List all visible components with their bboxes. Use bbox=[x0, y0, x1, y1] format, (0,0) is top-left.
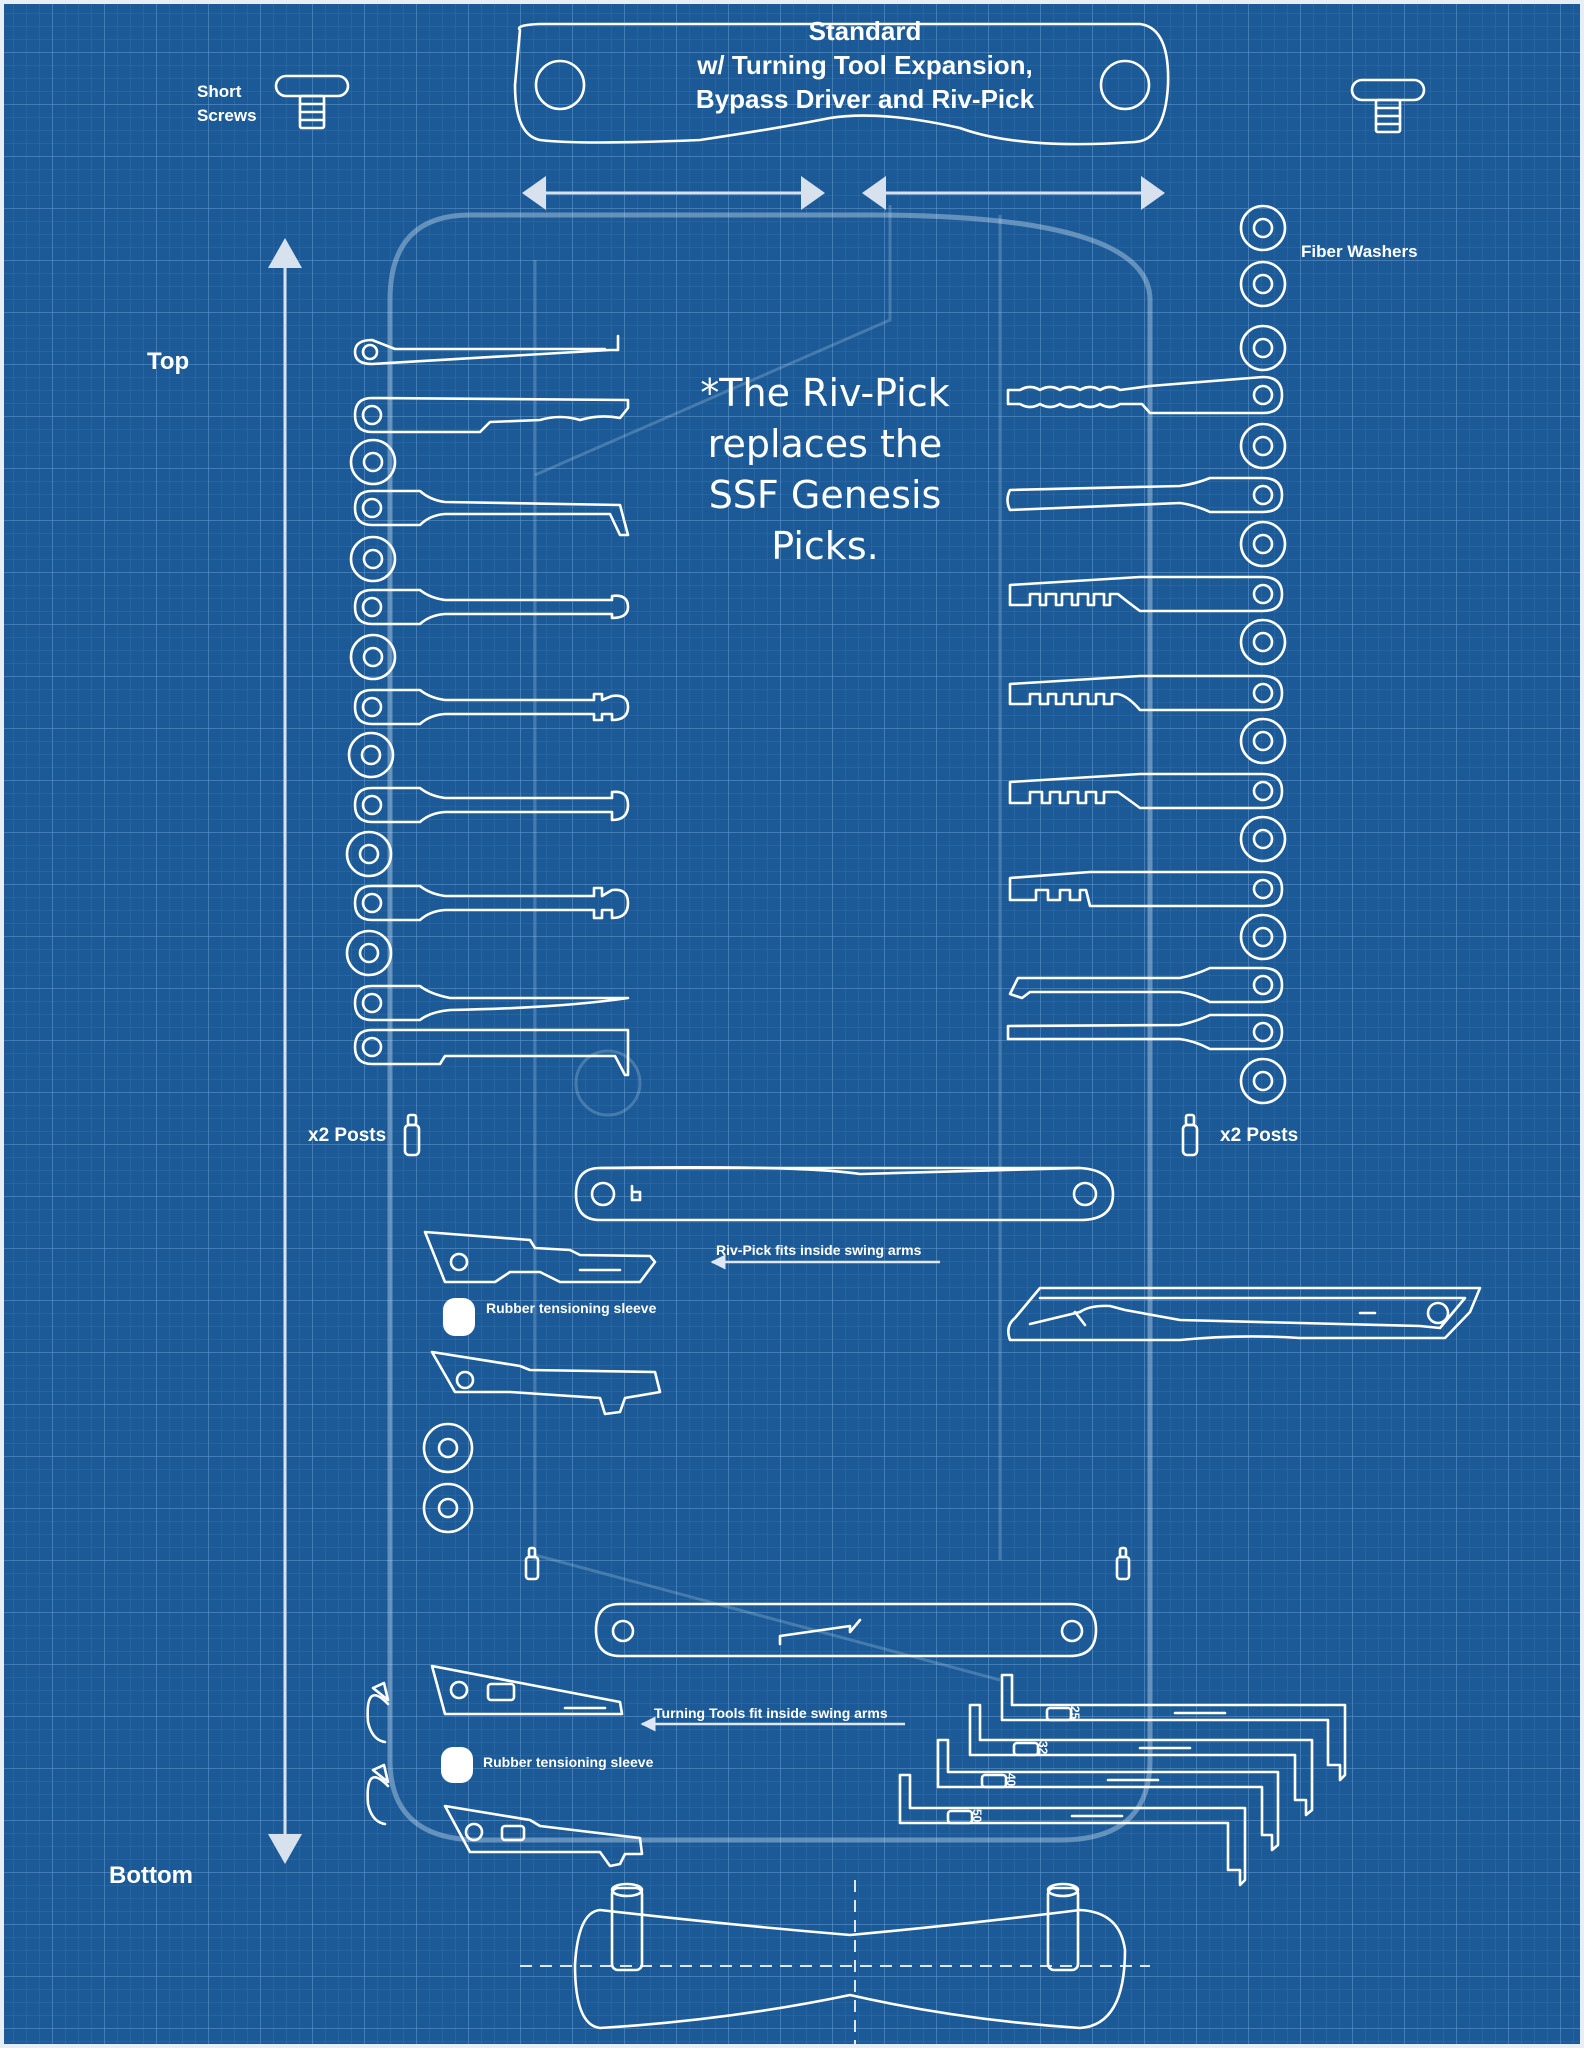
riv-pick-parts bbox=[422, 1230, 662, 1534]
upper-swing-arm bbox=[574, 1165, 1115, 1222]
rubber-sleeve-icon bbox=[443, 1298, 475, 1336]
left-picks bbox=[353, 334, 630, 1077]
title-line-2: w/ Turning Tool Expansion, bbox=[697, 50, 1033, 80]
top-label: Top bbox=[147, 348, 190, 375]
short-screws-line-2: Screws bbox=[197, 106, 257, 125]
post-icons bbox=[403, 1113, 1199, 1581]
width-arrows bbox=[522, 176, 1165, 210]
bypass-driver bbox=[520, 1880, 1150, 2045]
posts-right-label: x2 Posts bbox=[1220, 1125, 1299, 1146]
riv-pick-fits-label: Riv-Pick fits inside swing arms bbox=[716, 1242, 922, 1258]
turning-tool-size-40: 40 bbox=[1004, 1773, 1018, 1787]
note-line-2: replaces the bbox=[707, 422, 943, 466]
rubber-sleeve-icon-2 bbox=[441, 1747, 473, 1783]
fiber-washers-label: Fiber Washers bbox=[1301, 242, 1418, 261]
lower-swing-arm bbox=[594, 1602, 1098, 1658]
screw-icon-right bbox=[1350, 78, 1426, 134]
turning-tool-parts bbox=[366, 1664, 905, 1868]
right-picks bbox=[1006, 375, 1284, 1051]
posts-left-label: x2 Posts bbox=[308, 1125, 387, 1146]
bottom-label: Bottom bbox=[109, 1862, 193, 1889]
title-line-3: Bypass Driver and Riv-Pick bbox=[695, 84, 1035, 114]
note-line-4: Picks. bbox=[771, 524, 879, 568]
note-line-3: SSF Genesis bbox=[708, 473, 942, 517]
riv-pick-note: *The Riv-Pick replaces the SSF Genesis P… bbox=[690, 368, 960, 572]
rubber-sleeve-label-1: Rubber tensioning sleeve bbox=[486, 1300, 657, 1316]
short-screws-line-1: Short bbox=[197, 82, 242, 101]
note-line-1: *The Riv-Pick bbox=[700, 371, 950, 415]
turning-tools-fit-label: Turning Tools fit inside swing arms bbox=[654, 1705, 888, 1721]
turning-tool-set bbox=[898, 1673, 1347, 1887]
turning-tool-size-32: 32 bbox=[1036, 1741, 1050, 1755]
title-line-1: Standard bbox=[808, 16, 922, 46]
rubber-sleeve-label-2: Rubber tensioning sleeve bbox=[483, 1754, 654, 1770]
short-screws-label: Short Screws bbox=[197, 80, 257, 128]
turning-tool-size-25: 25 bbox=[1068, 1706, 1082, 1720]
left-washers bbox=[345, 438, 397, 977]
background-handle-outline bbox=[387, 205, 1153, 1843]
top-bottom-arrow bbox=[268, 238, 302, 1864]
top-handle bbox=[513, 22, 1170, 146]
right-washers bbox=[1239, 204, 1287, 1105]
diagram-title: Standard w/ Turning Tool Expansion, Bypa… bbox=[620, 14, 1110, 116]
screw-icon-left bbox=[274, 74, 350, 130]
turning-tool-size-50: 50 bbox=[970, 1809, 984, 1823]
riv-pick-tool bbox=[1007, 1286, 1482, 1342]
